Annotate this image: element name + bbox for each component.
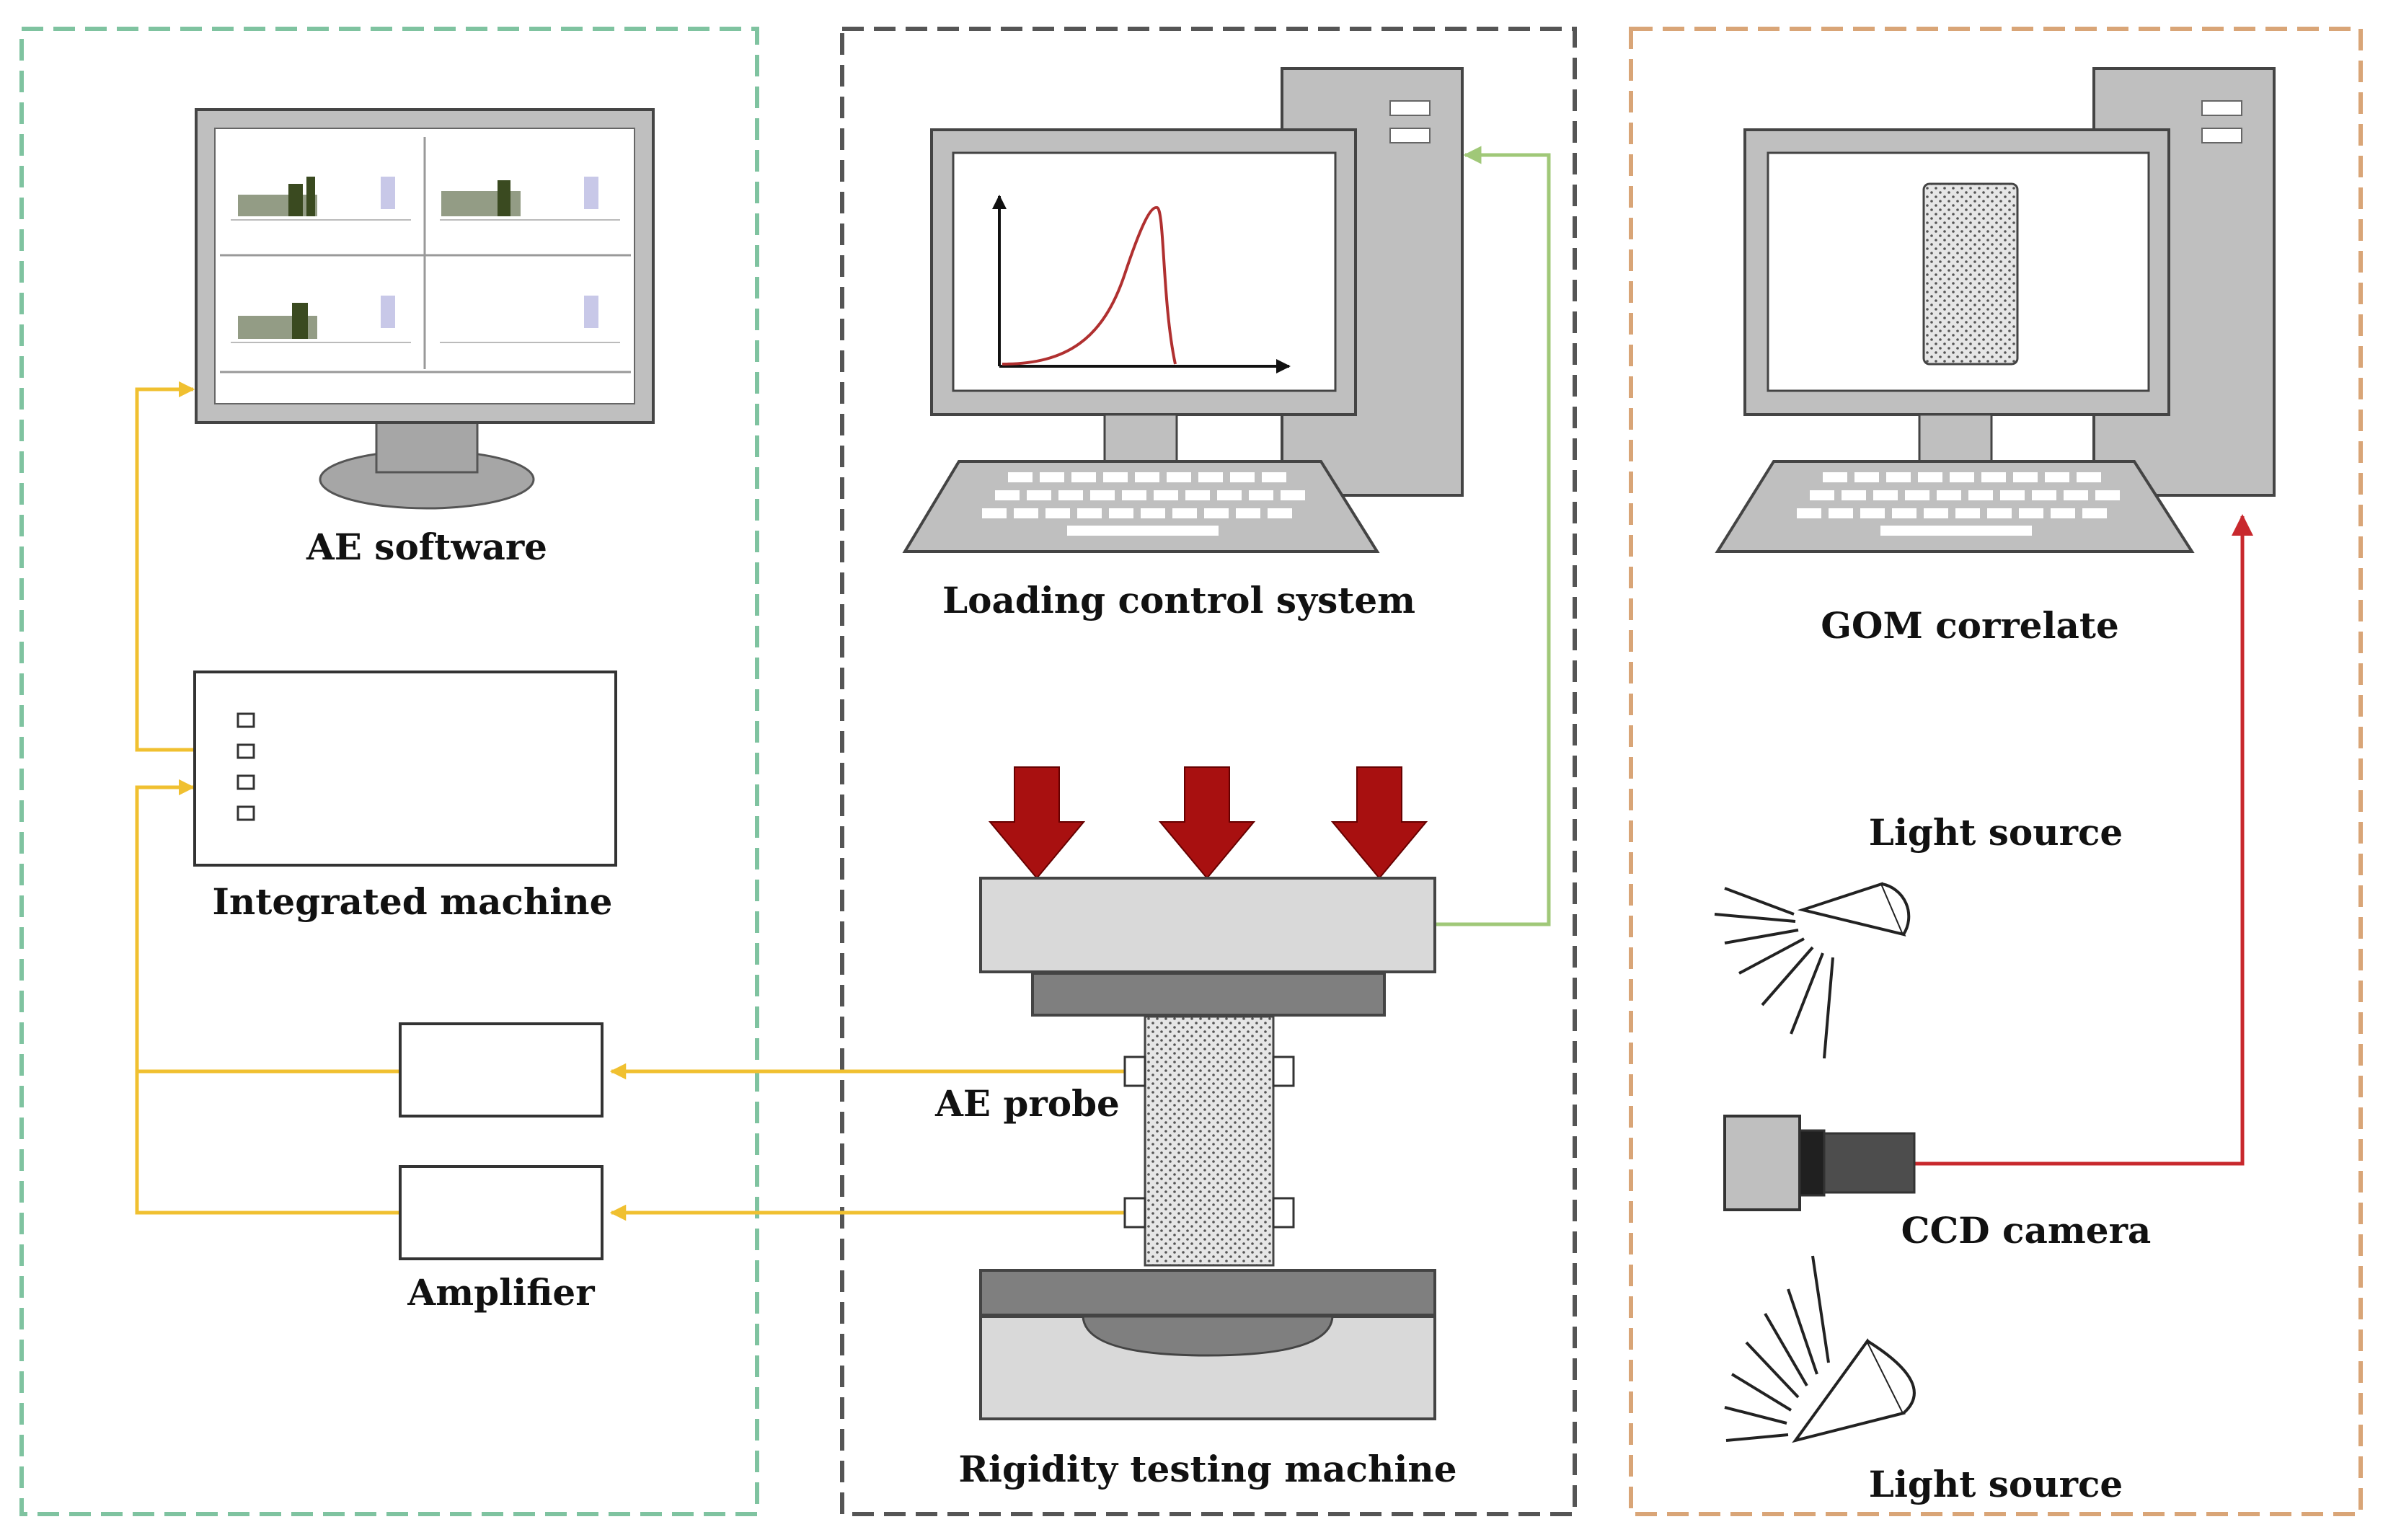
ae-probe-label: AE probe [934,1082,1120,1125]
loading-control-computer [902,67,1464,553]
integrated-machine-label: Integrated machine [213,880,613,923]
ae-panel [19,27,759,1516]
loading-panel [840,27,1577,1516]
amplifier-upper-box [399,1022,604,1118]
ae-signal-lines [135,381,1139,1221]
rigidity-testing-machine-label: Rigidity testing machine [958,1448,1456,1490]
ae-software-label: AE software [306,526,547,568]
ccd-camera-icon [1723,1115,1916,1211]
integrated-machine-box [193,671,617,867]
dic-panel [1629,27,2363,1516]
ae-software-monitor [195,108,655,510]
amplifier-lower-box [399,1165,604,1260]
amplifier-label: Amplifier [407,1271,595,1314]
rigidity-testing-machine [979,766,1436,1420]
loading-control-system-label: Loading control system [942,579,1415,621]
light-source-top-icon [1714,882,1911,1059]
camera-signal-line [1914,514,2253,1166]
light-source-bottom-label: Light source [1869,1463,2123,1505]
gom-correlate-label: GOM correlate [1821,604,2119,647]
light-source-bottom-icon [1724,1255,1916,1443]
ccd-camera-label: CCD camera [1901,1209,2152,1252]
light-source-top-label: Light source [1869,811,2123,854]
load-signal-line [1435,146,1551,926]
gom-correlate-computer [1715,67,2276,553]
